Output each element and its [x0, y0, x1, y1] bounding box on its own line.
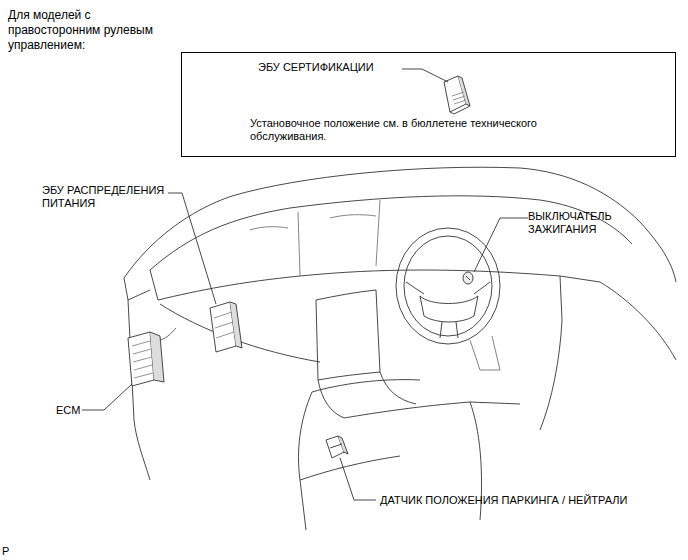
note-text: Установочное положение см. в бюллетене т… — [250, 117, 550, 143]
part-label: ДАТЧИК ПОЛОЖЕНИЯ ПАРКИНГА / НЕЙТРАЛИ — [380, 494, 627, 507]
power-distribution-ecu — [210, 302, 242, 352]
page-mark: P — [2, 545, 9, 558]
park-neutral-sensor — [326, 436, 348, 458]
part-label: ВЫКЛЮЧАТЕЛЬ ЗАЖИГАНИЯ — [528, 210, 638, 236]
leader-line — [474, 218, 528, 272]
note-box: ЭБУ СЕРТИФИКАЦИИ Установочное положение с… — [181, 52, 676, 157]
leader-line — [402, 69, 448, 82]
leader-line — [82, 384, 132, 410]
ignition-switch — [463, 272, 473, 284]
leader-line — [340, 458, 376, 500]
leader-line — [168, 193, 216, 304]
dashboard-outline — [124, 167, 676, 480]
steering-wheel — [396, 228, 500, 370]
ecm-unit — [128, 328, 176, 386]
part-label: ЭБУ РАСПРЕДЕЛЕНИЯ ПИТАНИЯ — [42, 184, 166, 210]
part-name: ЭБУ СЕРТИФИКАЦИИ — [258, 61, 374, 74]
part-label: ECM — [56, 404, 80, 417]
diagram-title: Для моделей с правосторонним рулевым упр… — [8, 8, 186, 53]
